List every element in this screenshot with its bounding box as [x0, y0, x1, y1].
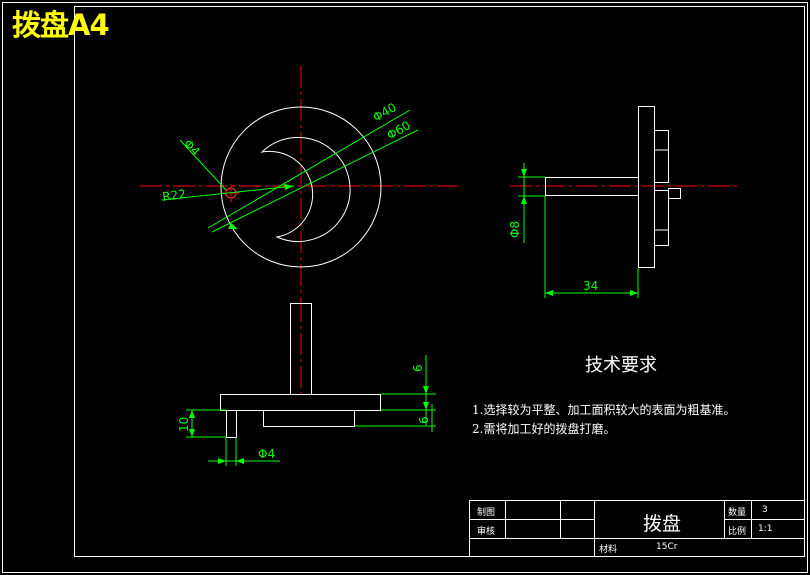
dim-6-top: 6 — [411, 364, 425, 372]
pin — [668, 188, 681, 199]
arrow — [545, 290, 553, 296]
tech-requirement-2: 2.需将加工好的拨盘打磨。 — [472, 422, 616, 436]
disk — [638, 106, 655, 268]
title-block — [469, 500, 805, 557]
dim-34: 34 — [583, 279, 598, 293]
side-view: Φ8 34 — [508, 106, 738, 298]
material-value: 15Cr — [656, 542, 678, 552]
dim-phi4-pin: Φ4 — [258, 447, 275, 461]
arrow — [521, 196, 527, 204]
quantity-value: 3 — [762, 505, 768, 515]
drawn-by-label: 制图 — [477, 508, 496, 518]
arrow — [521, 169, 527, 177]
dim-phi60: Φ60 — [385, 118, 413, 142]
dim-phi8: Φ8 — [508, 221, 522, 238]
arrow — [189, 429, 195, 437]
pin — [226, 410, 237, 438]
scale-label: 比例 — [728, 527, 747, 537]
sheet-title: 拨盘A4 — [12, 8, 110, 42]
r22-leader — [161, 185, 295, 201]
dim-phi4-hole: Φ4 — [181, 137, 203, 159]
arrow — [228, 223, 238, 229]
arrow — [423, 386, 429, 394]
arrow — [236, 458, 244, 464]
phi4-leader — [179, 139, 227, 191]
outer-circle-phi60 — [220, 106, 382, 268]
arrow — [284, 184, 294, 190]
part-name: 拨盘 — [643, 513, 682, 535]
arrow — [218, 458, 226, 464]
inner-border — [74, 6, 805, 557]
flange — [220, 394, 381, 411]
dim-phi40: Φ40 — [371, 100, 399, 124]
phi40-leader — [207, 109, 411, 229]
arrow — [630, 290, 638, 296]
arrow — [423, 402, 429, 410]
hub-lower — [654, 190, 669, 246]
arrow — [189, 410, 195, 418]
tech-requirements-title: 技术要求 — [585, 355, 657, 376]
checked-by-label: 审核 — [477, 527, 496, 537]
crescent-slot — [260, 136, 351, 242]
hub — [263, 410, 355, 427]
front-view: Φ40 Φ60 Φ4 R22 — [140, 66, 458, 300]
material-label: 材料 — [599, 545, 618, 555]
scale-value: 1:1 — [758, 524, 773, 534]
top-view: 6 6 10 Φ4 — [177, 300, 436, 466]
hub-upper — [654, 130, 669, 183]
tech-requirement-1: 1.选择较为平整、加工面积较大的表面为粗基准。 — [472, 403, 736, 417]
dim-6-right: 6 — [417, 416, 431, 424]
dim-r22: R22 — [161, 187, 186, 204]
phi60-leader — [211, 129, 419, 233]
dim-10: 10 — [177, 417, 191, 432]
quantity-label: 数量 — [728, 508, 747, 518]
